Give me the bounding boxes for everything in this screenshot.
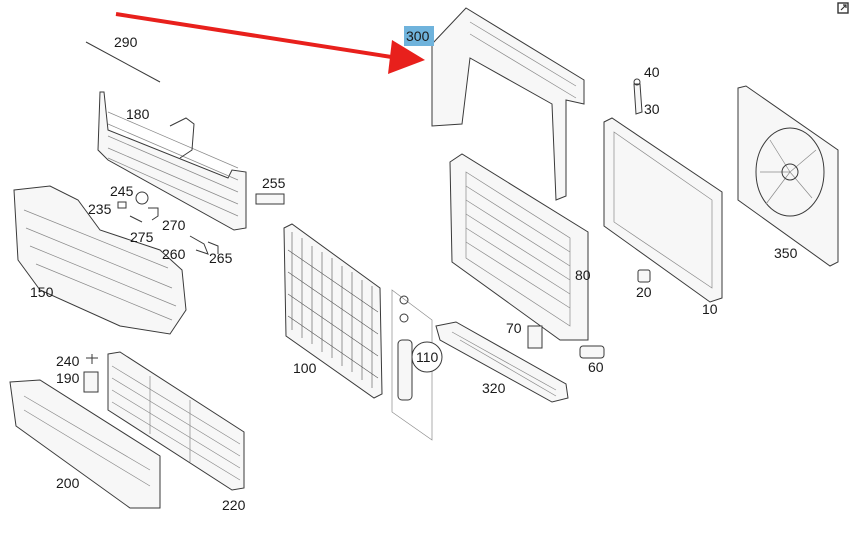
label-150: 150 xyxy=(30,284,54,300)
expand-icon[interactable] xyxy=(837,2,849,14)
label-110: 110 xyxy=(416,349,439,365)
label-290: 290 xyxy=(114,34,138,50)
label-70: 70 xyxy=(506,320,522,336)
part-220-shutter xyxy=(107,351,245,491)
label-60: 60 xyxy=(588,359,604,375)
label-255: 255 xyxy=(262,175,286,191)
label-235: 235 xyxy=(88,201,112,217)
label-275: 275 xyxy=(130,229,154,245)
part-40-30-bracket xyxy=(633,78,643,115)
part-200-duct xyxy=(9,379,161,509)
label-260: 260 xyxy=(162,246,186,262)
label-80: 80 xyxy=(575,267,591,283)
small-hardware xyxy=(117,191,219,255)
label-30: 30 xyxy=(644,101,660,117)
pointer-arrow xyxy=(115,12,425,74)
part-190-bracket xyxy=(83,354,99,393)
label-265: 265 xyxy=(209,250,233,266)
label-10: 10 xyxy=(702,301,718,317)
part-110-drier xyxy=(391,289,443,441)
label-190: 190 xyxy=(56,370,80,386)
part-300-frame xyxy=(431,7,585,201)
label-300-highlight xyxy=(404,26,434,46)
label-300: 300 xyxy=(406,28,430,44)
label-20: 20 xyxy=(636,284,652,300)
part-320-panel xyxy=(435,321,569,403)
part-290-line xyxy=(85,41,161,83)
label-220: 220 xyxy=(222,497,246,513)
part-60 xyxy=(579,345,605,359)
label-180: 180 xyxy=(126,106,150,122)
label-200: 200 xyxy=(56,475,80,491)
part-10-radiator xyxy=(603,117,723,303)
part-20-sensor xyxy=(637,269,651,283)
label-320: 320 xyxy=(482,380,506,396)
part-80-radiator xyxy=(449,153,589,341)
label-245: 245 xyxy=(110,183,134,199)
part-70 xyxy=(527,325,543,349)
label-40: 40 xyxy=(644,64,660,80)
part-150-air-guide xyxy=(13,185,187,335)
label-350: 350 xyxy=(774,245,798,261)
part-180-grille xyxy=(97,91,247,231)
part-100-condenser xyxy=(283,223,383,399)
part-350-fan xyxy=(737,85,839,267)
label-100: 100 xyxy=(293,360,317,376)
label-240: 240 xyxy=(56,353,80,369)
part-255-clips xyxy=(255,193,285,205)
label-270: 270 xyxy=(162,217,186,233)
